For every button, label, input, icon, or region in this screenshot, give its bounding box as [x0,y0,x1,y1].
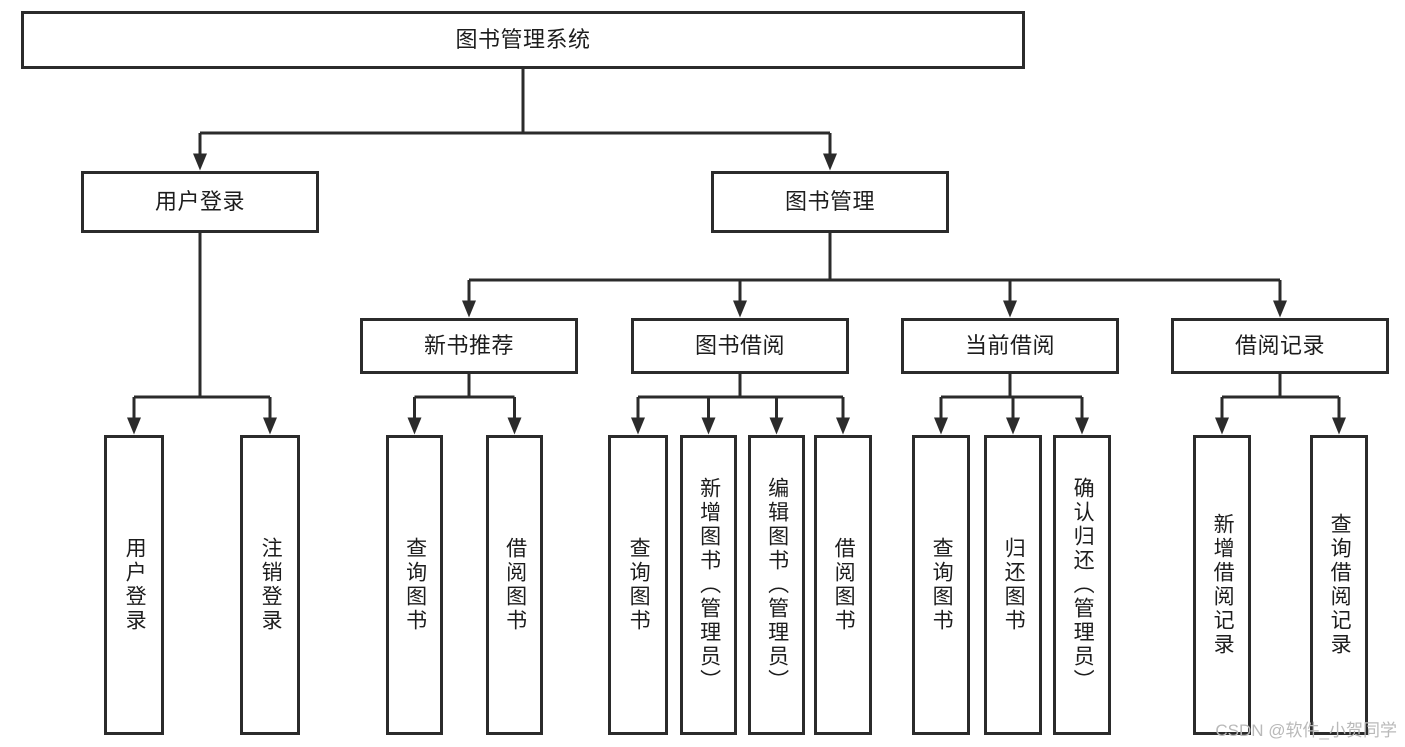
arrow-head-icon [462,300,476,318]
node-box-leaf-add-book[interactable] [680,435,737,735]
node-box-leaf-query-book-2[interactable] [608,435,668,735]
arrow-head-icon [1003,300,1017,318]
node-box-book-manage[interactable] [711,171,949,233]
node-box-leaf-query-record[interactable] [1310,435,1368,735]
node-box-leaf-query-book-3[interactable] [912,435,970,735]
arrow-head-icon [1332,417,1346,435]
arrow-head-icon [407,417,422,435]
arrow-head-icon [263,417,277,435]
node-box-leaf-return-book[interactable] [984,435,1042,735]
node-box-book-borrow[interactable] [631,318,849,374]
node-box-current-borrow[interactable] [901,318,1119,374]
boxes-layer [21,11,1389,735]
arrow-head-icon [836,417,850,435]
edges-layer [127,69,1346,435]
node-box-new-book-rec[interactable] [360,318,578,374]
arrow-head-icon [701,417,716,435]
arrow-head-icon [127,417,141,435]
node-box-leaf-user-login[interactable] [104,435,164,735]
arrow-head-icon [1273,300,1287,318]
node-box-leaf-user-logout[interactable] [240,435,300,735]
arrow-head-icon [193,153,207,171]
arrow-head-icon [769,417,784,435]
watermark-text: CSDN @软件_小贺同学 [1215,721,1397,740]
node-box-leaf-edit-book[interactable] [748,435,805,735]
arrow-head-icon [823,153,837,171]
node-box-root[interactable] [21,11,1025,69]
node-box-leaf-query-book-1[interactable] [386,435,443,735]
node-box-leaf-borrow-book-1[interactable] [486,435,543,735]
arrow-head-icon [934,417,948,435]
node-box-borrow-record[interactable] [1171,318,1389,374]
node-box-leaf-confirm-return[interactable] [1053,435,1111,735]
arrow-head-icon [631,417,645,435]
node-box-leaf-add-record[interactable] [1193,435,1251,735]
arrow-head-icon [733,300,747,318]
arrow-head-icon [1075,417,1089,435]
arrow-head-icon [1006,417,1020,435]
node-box-leaf-borrow-book-2[interactable] [814,435,872,735]
arrow-head-icon [507,417,522,435]
arrow-head-icon [1215,417,1229,435]
node-box-user-login[interactable] [81,171,319,233]
